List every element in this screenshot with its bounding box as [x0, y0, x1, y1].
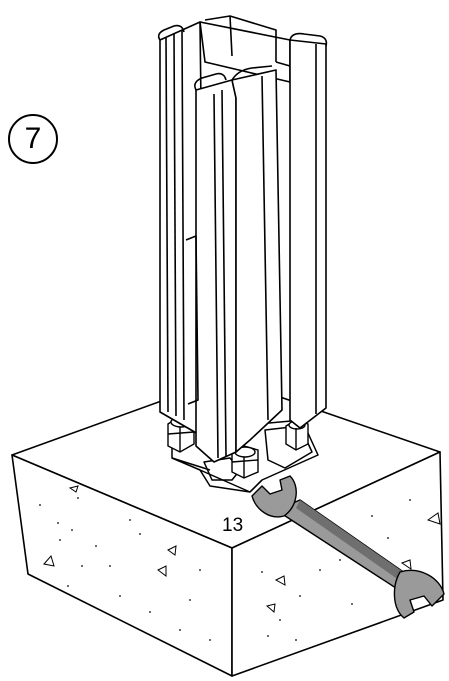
wrench-size-label: 13: [222, 515, 244, 536]
footing-right-face: [231, 451, 444, 677]
bolt-nuts: [167, 415, 309, 479]
wrench-jaw-far: [251, 475, 297, 518]
open-end-wrench-icon: [251, 475, 445, 619]
step-number-badge: 7: [8, 114, 58, 164]
concrete-dots: [39, 497, 421, 641]
concrete-texture: [43, 485, 441, 613]
step-number: 7: [24, 122, 42, 155]
post-front-right: [231, 69, 283, 453]
wrench-jaw-near: [393, 569, 445, 619]
post-right-flange: [289, 39, 327, 429]
aluminium-post: [157, 15, 328, 463]
